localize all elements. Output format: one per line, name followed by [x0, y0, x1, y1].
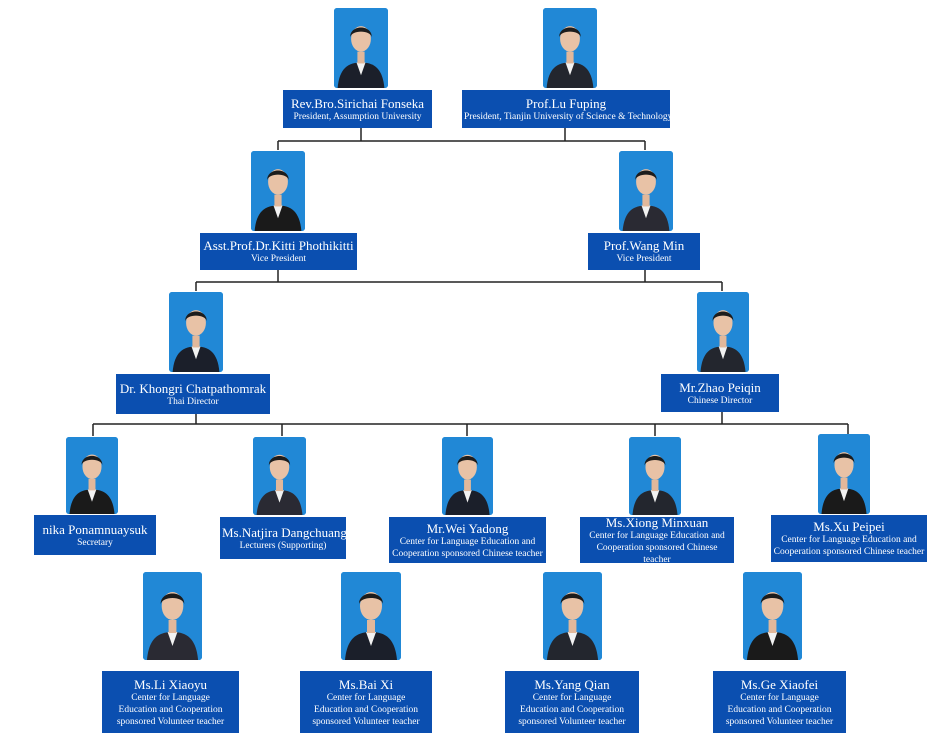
portrait-silhouette-icon — [818, 434, 870, 514]
portrait-silhouette-icon — [619, 151, 673, 231]
person-box-ge-xiaofei: Ms.Ge Xiaofei Center for Language Educat… — [713, 671, 846, 733]
person-name: Mr.Zhao Peiqin — [679, 379, 761, 395]
photo-sirichai-fonseka — [334, 8, 388, 88]
person-role: Center for Language Education and Cooper… — [312, 692, 420, 727]
portrait-silhouette-icon — [169, 292, 223, 372]
portrait-silhouette-icon — [442, 437, 493, 515]
person-role: Thai Director — [167, 396, 219, 407]
person-role: Center for Language Education and Cooper… — [725, 692, 834, 727]
person-box-li-xiaoyu: Ms.Li Xiaoyu Center for Language Educati… — [102, 671, 239, 733]
person-name: Rev.Bro.Sirichai Fonseka — [290, 95, 425, 111]
person-box-wei-yadong: Mr.Wei Yadong Center for Language Educat… — [389, 517, 546, 563]
portrait-silhouette-icon — [341, 572, 401, 660]
portrait-silhouette-icon — [543, 8, 597, 88]
person-box-kitti-phothikitti: Asst.Prof.Dr.Kitti Phothikitti Vice Pres… — [200, 233, 357, 270]
person-role: President, Assumption University — [293, 111, 422, 122]
photo-bai-xi — [341, 572, 401, 660]
person-box-wang-min: Prof.Wang Min Vice President — [588, 233, 700, 270]
portrait-silhouette-icon — [143, 572, 202, 660]
person-name: Ms.Natjira Dangchuang — [222, 524, 346, 540]
portrait-silhouette-icon — [66, 437, 118, 514]
person-box-natjira-dangchuang: Ms.Natjira Dangchuang Lecturers (Support… — [220, 517, 346, 559]
person-name: Prof.Lu Fuping — [525, 95, 607, 111]
person-name: Ms.Ge Xiaofei — [740, 676, 819, 692]
photo-ge-xiaofei — [743, 572, 802, 660]
photo-li-xiaoyu — [143, 572, 202, 660]
person-role: Center for Language Education and Cooper… — [116, 692, 225, 727]
person-box-xu-peipei: Ms.Xu Peipei Center for Language Educati… — [771, 515, 927, 562]
person-name: Ms.Li Xiaoyu — [134, 676, 207, 692]
portrait-silhouette-icon — [253, 437, 306, 515]
person-role: Vice President — [250, 254, 307, 264]
person-role: Center for Language Education and Cooper… — [518, 692, 626, 727]
photo-kitti-phothikitti — [251, 151, 305, 231]
person-role: Center for Language Education and Cooper… — [392, 536, 543, 559]
photo-zhao-peiqin — [697, 292, 749, 372]
person-box-secretary: nika Ponamnuaysuk Secretary — [34, 515, 156, 555]
portrait-silhouette-icon — [743, 572, 802, 660]
portrait-silhouette-icon — [629, 437, 681, 515]
portrait-silhouette-icon — [251, 151, 305, 231]
photo-natjira-dangchuang — [253, 437, 306, 515]
person-name: Dr. Khongri Chatpathomrak — [119, 380, 267, 396]
person-box-xiong-minxuan: Ms.Xiong Minxuan Center for Language Edu… — [580, 517, 734, 563]
person-role: Lecturers (Supporting) — [239, 540, 327, 551]
person-name: Prof.Wang Min — [603, 238, 685, 253]
person-role: Chinese Director — [687, 395, 753, 406]
person-box-lu-fuping: Prof.Lu Fuping President, Tianjin Univer… — [462, 90, 670, 128]
photo-khongri-chatpathomrak — [169, 292, 223, 372]
person-name: Ms.Bai Xi — [338, 676, 394, 692]
person-box-bai-xi: Ms.Bai Xi Center for Language Education … — [300, 671, 432, 733]
person-name: Ms.Xu Peipei — [813, 519, 885, 534]
person-box-khongri-chatpathomrak: Dr. Khongri Chatpathomrak Thai Director — [116, 374, 270, 414]
photo-yang-qian — [543, 572, 602, 660]
portrait-silhouette-icon — [697, 292, 749, 372]
person-name: Ms.Yang Qian — [534, 676, 610, 692]
person-role: Center for Language Education and Cooper… — [773, 535, 925, 557]
person-box-yang-qian: Ms.Yang Qian Center for Language Educati… — [505, 671, 639, 733]
person-name: Asst.Prof.Dr.Kitti Phothikitti — [203, 238, 354, 253]
portrait-silhouette-icon — [334, 8, 388, 88]
person-name: Mr.Wei Yadong — [426, 520, 509, 536]
person-role: President, Tianjin University of Science… — [464, 111, 670, 122]
portrait-silhouette-icon — [543, 572, 602, 660]
person-box-sirichai-fonseka: Rev.Bro.Sirichai Fonseka President, Assu… — [283, 90, 432, 128]
photo-secretary — [66, 437, 118, 514]
person-role: Secretary — [77, 537, 113, 548]
person-role: Vice President — [616, 254, 672, 264]
person-role: Center for Language Education and Cooper… — [589, 530, 725, 564]
photo-wang-min — [619, 151, 673, 231]
person-name: Ms.Xiong Minxuan — [605, 517, 709, 530]
person-box-zhao-peiqin: Mr.Zhao Peiqin Chinese Director — [661, 374, 779, 412]
photo-xiong-minxuan — [629, 437, 681, 515]
photo-xu-peipei — [818, 434, 870, 514]
photo-lu-fuping — [543, 8, 597, 88]
photo-wei-yadong — [442, 437, 493, 515]
person-name: nika Ponamnuaysuk — [42, 521, 148, 537]
